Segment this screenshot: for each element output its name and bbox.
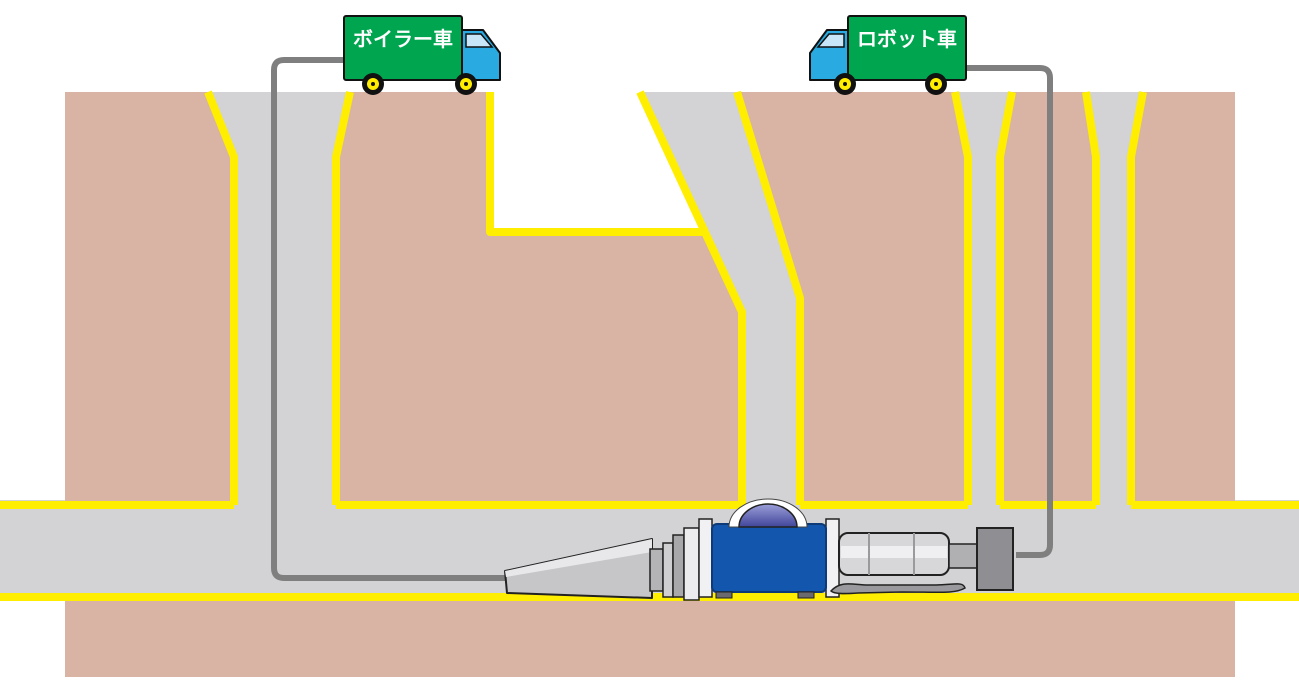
access-pit-outline [486, 92, 705, 236]
robot-end-cap-left [698, 518, 713, 598]
inclined-shaft [640, 92, 800, 510]
soil-block-bottom [65, 601, 1235, 677]
robot-truck-window [816, 33, 845, 48]
shaft-r1-wall-r [996, 91, 1016, 505]
robot-body [711, 523, 827, 593]
inclined-shaft-wall-l [636, 90, 746, 505]
manhole-shaft-left [208, 92, 350, 505]
robot-end-cap-right [825, 518, 840, 598]
boiler-truck-wheel-rear [362, 73, 384, 95]
excavation-spaces [0, 92, 1299, 601]
robot-foot-right [797, 591, 815, 599]
shaft-r2-wall-r [1127, 91, 1147, 505]
hoses [271, 57, 1053, 581]
robot-truck-wheel-front [834, 73, 856, 95]
shaft-r1-wall-l [951, 91, 972, 505]
soil-block-left-center [336, 92, 742, 505]
coupling-flange-4 [683, 527, 700, 601]
shaft-left-wall-r [332, 91, 354, 505]
camera-dome [738, 503, 798, 528]
boiler-hose [271, 57, 512, 581]
cable-connector-block [976, 527, 1014, 591]
soil-block-far-right [1131, 92, 1235, 505]
boiler-truck-label: ボイラー車 [353, 27, 453, 51]
coupling-flange-2 [662, 542, 674, 598]
robot-truck-label: ロボット車 [857, 27, 957, 51]
soil-block-far-left [65, 92, 234, 505]
coupling-flange-1 [649, 548, 664, 592]
robot-truck-wheel-rear [925, 73, 947, 95]
boiler-truck-wheel-front [455, 73, 477, 95]
robot-foot-left [715, 591, 733, 599]
sled [829, 583, 966, 595]
motor-unit-highlight [841, 546, 947, 558]
boiler-truck-window [465, 33, 494, 48]
boiler-truck: ボイラー車 [343, 15, 501, 95]
shaft-r2-wall-l [1082, 91, 1100, 505]
inclined-shaft-wall-r [733, 90, 804, 505]
shaft-left-wall-l [204, 90, 238, 505]
coupler [948, 543, 978, 569]
soil-blocks [65, 92, 1235, 677]
robot-truck: ロボット車 [809, 15, 967, 95]
coupling-flange-3 [672, 534, 685, 598]
spray-nozzle-highlight [505, 539, 652, 577]
pipe-outlines [0, 90, 1299, 601]
soil-block-right-center [737, 92, 968, 505]
lining-robot [504, 498, 1014, 601]
robot-cable [962, 65, 1053, 558]
